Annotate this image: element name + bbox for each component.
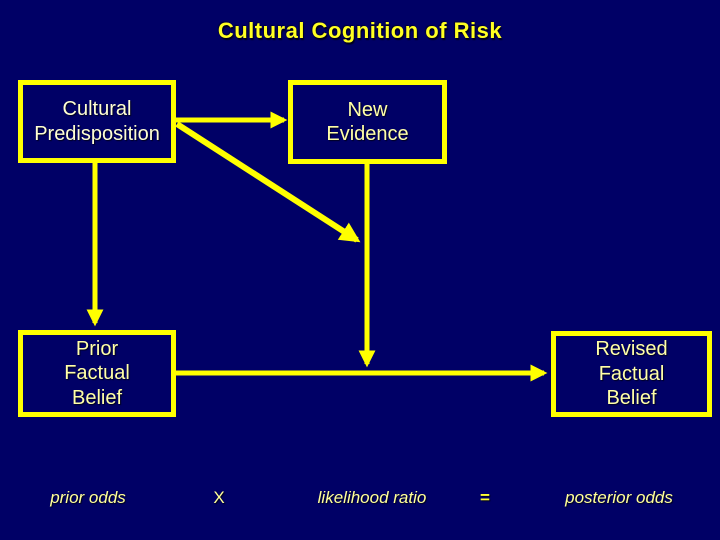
slide-title: Cultural Cognition of Risk [217, 18, 503, 43]
box-cultural-predisposition: Cultural Predisposition [18, 80, 176, 163]
box-revised-factual-belief: Revised Factual Belief [551, 331, 712, 417]
formula-posterior-odds: posterior odds [565, 488, 673, 507]
formula-likelihood-ratio: likelihood ratio [317, 488, 427, 507]
formula-multiply-sign: X [213, 488, 225, 507]
formula-prior-odds: prior odds [50, 488, 126, 507]
box-new-evidence: New Evidence [288, 80, 447, 164]
box-prior-factual-belief: Prior Factual Belief [18, 330, 176, 417]
formula-equals-sign: = [480, 488, 490, 507]
